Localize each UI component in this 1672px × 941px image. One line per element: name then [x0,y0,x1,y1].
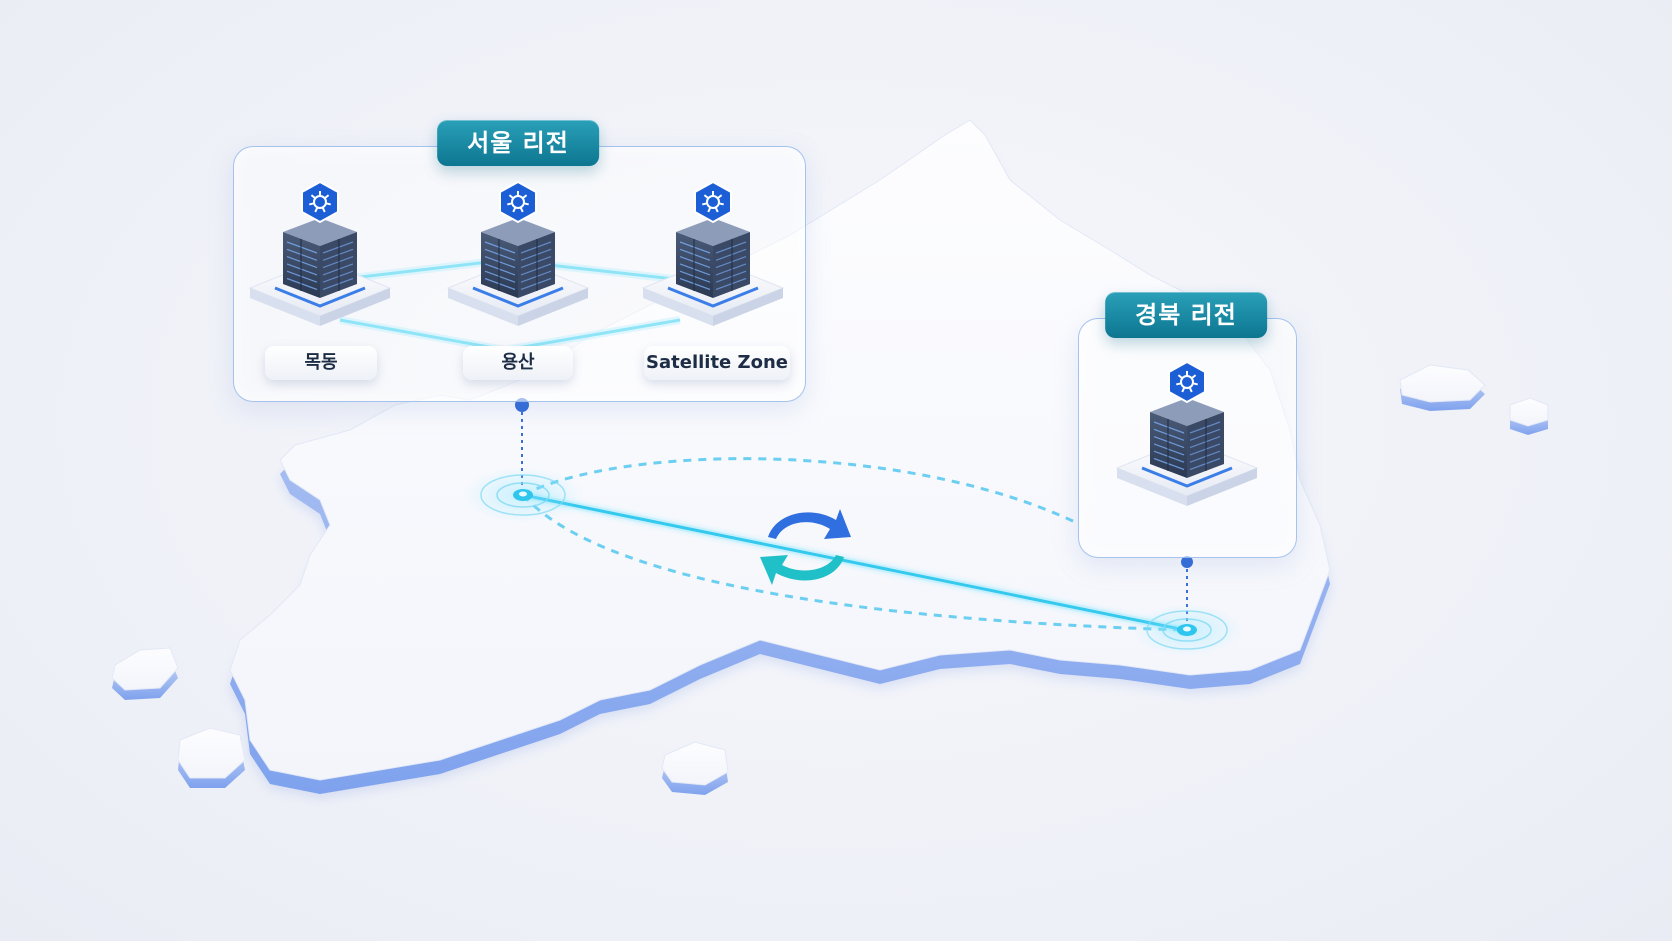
server-rack-icon [676,218,750,298]
node-label-mokdong: 목동 [265,346,377,380]
server-node-mokdong [245,180,395,330]
gyeongbuk-region-title: 경북 리전 [1105,292,1267,338]
kubernetes-helm-icon [499,180,537,224]
server-node-yongsan [443,180,593,330]
dashed-link-lower [521,493,1186,632]
node-label-satellite-zone: Satellite Zone [644,346,790,380]
server-rack-icon [481,218,555,298]
seoul-location-point [463,467,583,523]
dashed-link-upper [522,457,1076,524]
islands [111,364,1549,795]
kubernetes-helm-icon [694,180,732,224]
korea-map [229,119,1331,798]
region-links [463,398,1242,656]
server-rack-icon [1150,398,1224,478]
seoul-region-title: 서울 리전 [437,120,599,166]
server-rack-icon [283,218,357,298]
node-label-yongsan: 용산 [463,346,573,380]
gyeongbuk-location-point [1132,604,1242,656]
sync-arrows-icon [760,509,851,585]
kubernetes-helm-icon [1168,360,1206,404]
kubernetes-helm-icon [301,180,339,224]
server-node-gyeongbuk [1112,360,1262,510]
server-node-satellite [638,180,788,330]
